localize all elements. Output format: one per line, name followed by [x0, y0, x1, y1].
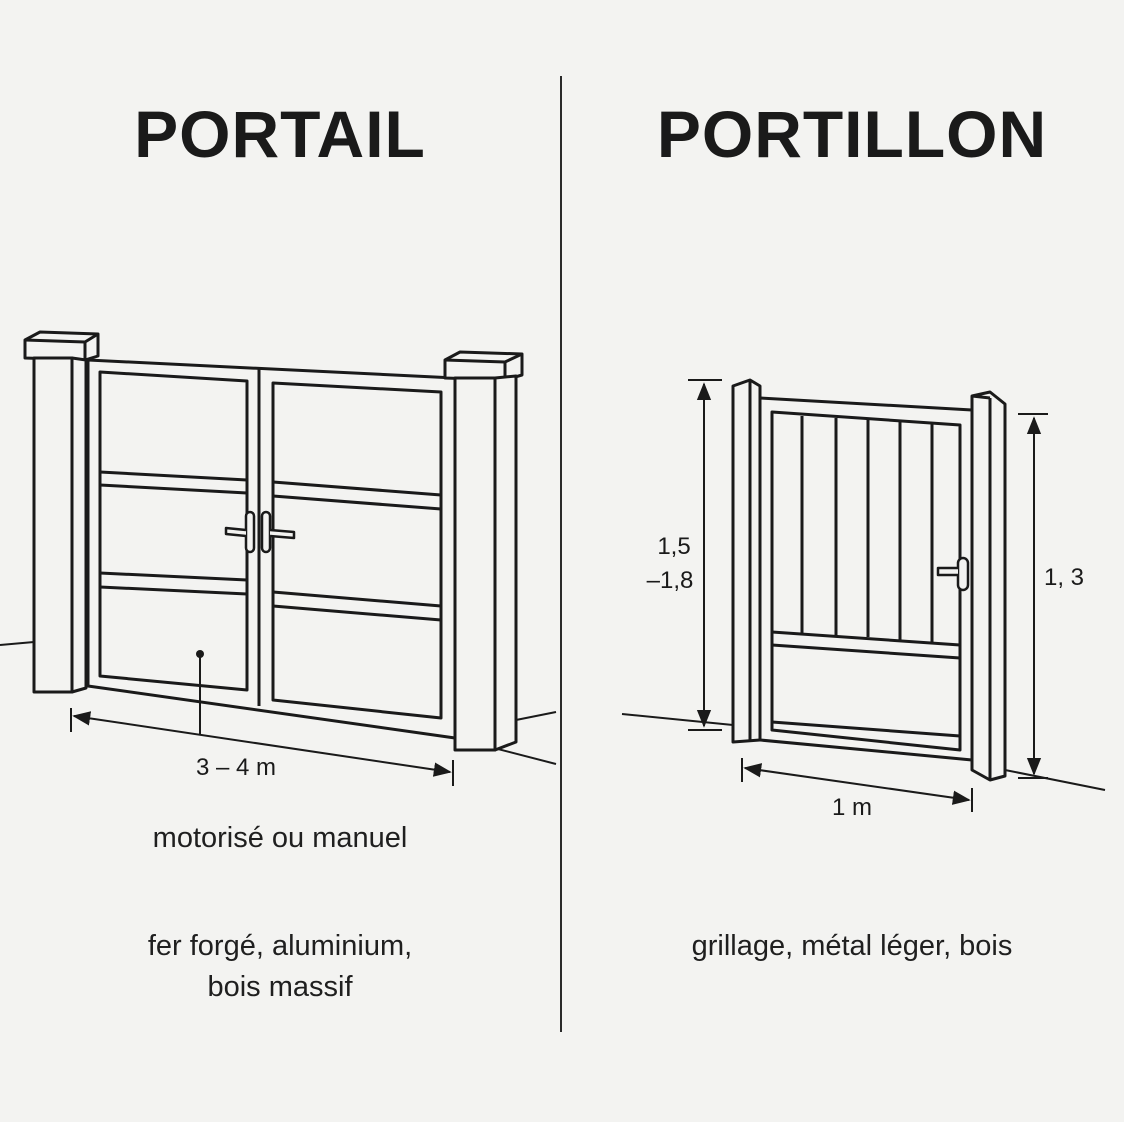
- portail-materials-line2: bois massif: [207, 971, 353, 1003]
- portail-width-label: 3 – 4 m: [196, 754, 276, 781]
- right-pillar: [443, 350, 524, 752]
- portillon-height-left-line1: 1,5: [657, 533, 690, 560]
- portillon-height-right-label: 1, 3: [1044, 564, 1084, 591]
- portillon-leaf: [758, 396, 974, 762]
- portillon-materials-caption: grillage, métal léger, bois: [691, 930, 1013, 962]
- portillon-left-post: [731, 378, 762, 744]
- portail-materials-line1: fer forgé, aluminium,: [147, 930, 413, 962]
- portillon-drawing: [621, 378, 1106, 812]
- portail-leaves: [86, 358, 457, 740]
- handle-icon: [224, 510, 296, 554]
- left-pillar: [23, 330, 100, 694]
- portillon-title: PORTILLON: [656, 97, 1048, 171]
- portail-operation-caption: motorisé ou manuel: [152, 822, 408, 854]
- portillon-right-post: [970, 390, 1007, 782]
- handle-icon: [936, 556, 970, 592]
- portillon-height-left-line2: –1,8: [647, 567, 694, 594]
- portail-drawing: [0, 330, 557, 786]
- portail-title: PORTAIL: [134, 97, 426, 171]
- portillon-width-label: 1 m: [832, 794, 872, 821]
- column-divider: [560, 76, 562, 1032]
